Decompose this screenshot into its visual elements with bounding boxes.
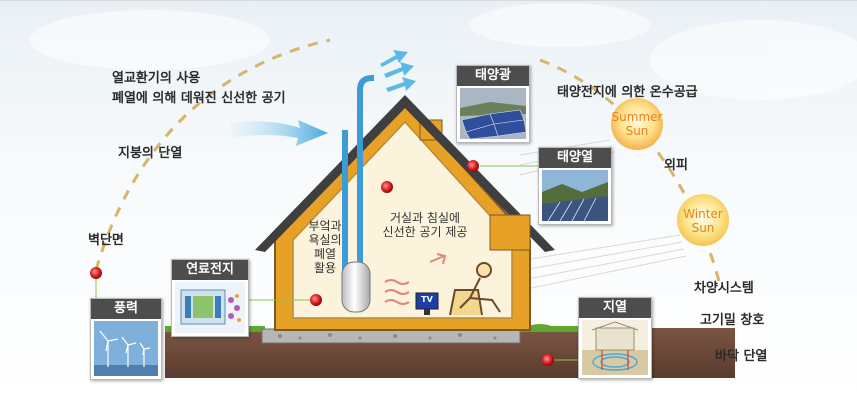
panel-solar-thermal-title: 태양열 (539, 148, 611, 168)
person-reading (449, 262, 501, 316)
sun-rays (511, 139, 687, 293)
label-shading-system: 차양시스템 (694, 281, 754, 296)
label-wall-section: 벽단면 (88, 233, 124, 248)
sun-path-arc (94, 38, 331, 271)
panel-fuel-cell: 연료전지 (171, 259, 249, 337)
exhaust-air-arrows (380, 50, 416, 92)
heat-loss-dots (90, 160, 554, 366)
sky-clouds (30, 3, 857, 100)
label-waste-heat-air: 폐열에 의해 데워진 신선한 공기 (112, 91, 286, 106)
panel-fuel-cell-title: 연료전지 (172, 260, 248, 280)
label-airtight-window: 고기밀 창호 (700, 313, 765, 328)
solar-thermal-image (542, 170, 608, 221)
panel-solar-thermal: 태양열 (538, 147, 612, 225)
fresh-air-arrow (230, 120, 328, 146)
label-heat-exchanger: 열교환기의 사용 (112, 71, 201, 86)
fuel-cell-image (175, 282, 245, 333)
summer-sun (611, 98, 663, 150)
label-floor-insulation: 바닥 단열 (715, 349, 768, 364)
panel-solar-pv: 태양광 (456, 65, 530, 143)
panel-geothermal: 지열 (578, 297, 652, 379)
label-exterior-envelope: 외피 (664, 158, 688, 173)
geothermal-image (582, 320, 648, 375)
winter-sun-label: Winter Sun (683, 207, 723, 235)
label-kitchen-bath-waste-heat: 부엌과 욕실의 폐열 활용 (308, 219, 342, 275)
solar-pv-image (460, 88, 526, 139)
warm-air-waves (384, 253, 447, 305)
label-living-room-air: 거실과 침실에 신선한 공기 제공 (382, 211, 468, 239)
label-roof-insulation: 지붕의 단열 (118, 146, 183, 161)
tv-label: TV (421, 295, 433, 304)
heat-exchanger-tank (341, 261, 371, 313)
winter-sun (677, 194, 729, 246)
panel-geothermal-title: 지열 (579, 298, 651, 318)
top-frame-line (0, 0, 857, 1)
panel-solar-pv-title: 태양광 (457, 66, 529, 86)
summer-sun-label: Summer Sun (611, 110, 663, 138)
panel-wind: 풍력 (90, 298, 162, 380)
wind-image (94, 321, 158, 376)
label-solar-hot-water: 태양전지에 의한 온수공급 (557, 85, 698, 100)
foundation (261, 328, 521, 344)
vent-pipe-intake (357, 75, 374, 300)
panel-wind-title: 풍력 (91, 299, 161, 319)
